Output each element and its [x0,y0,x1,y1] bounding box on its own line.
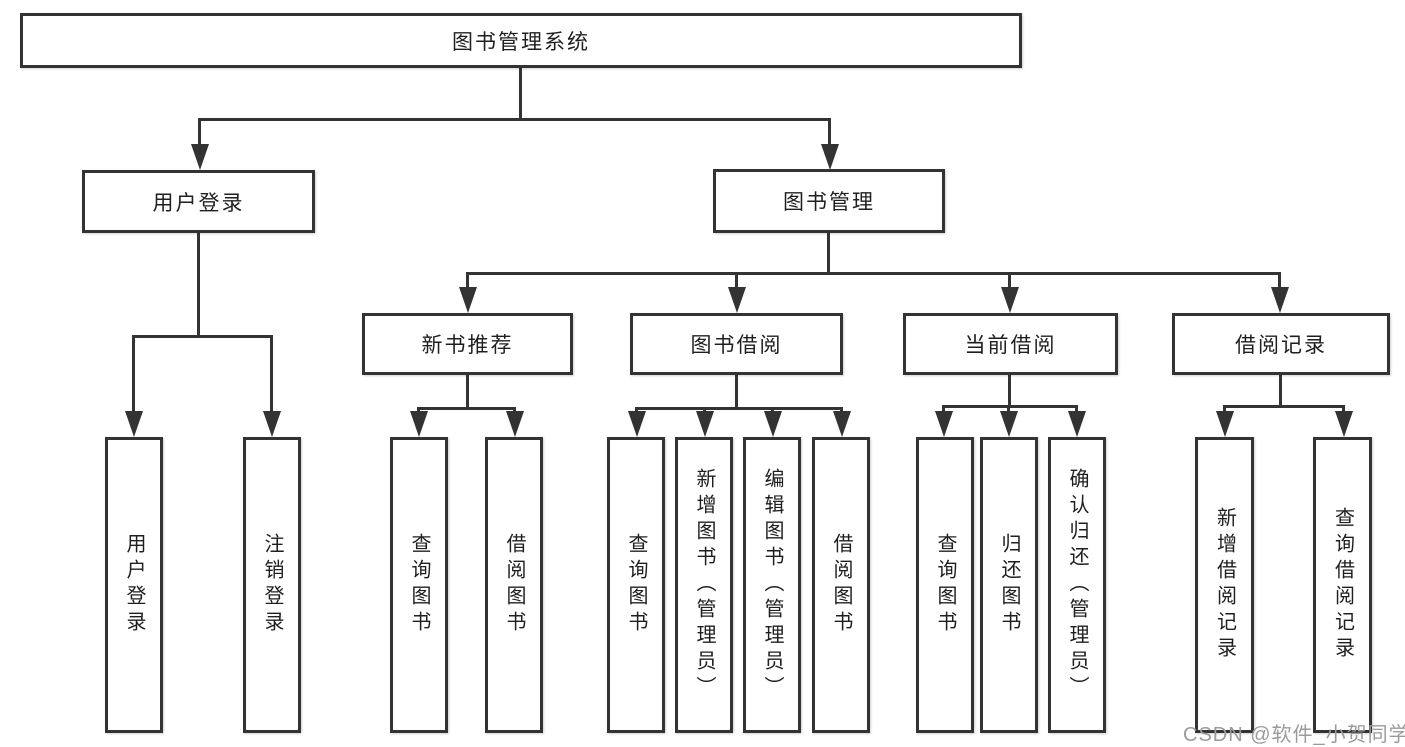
connector-root-hbar [198,118,831,121]
arrow-down-icon [735,272,738,287]
leaf-add-borrow-record: 新增借阅记录 [1195,437,1254,733]
node-library-management-system: 图书管理系统 [20,13,1022,68]
arrow-down-icon [828,118,831,144]
node-current-borrowing: 当前借阅 [903,313,1118,375]
leaf-confirm-return-admin: 确认归还（管理员） [1048,437,1106,733]
arrow-down-icon [270,335,273,411]
node-new-book-recommendation: 新书推荐 [362,313,573,375]
arrow-down-icon [466,272,469,287]
leaf-logout: 注销登录 [243,437,301,733]
connector-newbook-stem [466,375,469,407]
leaf-edit-book-admin: 编辑图书（管理员） [743,437,801,733]
arrow-down-icon [703,407,706,411]
leaf-add-book-admin: 新增图书（管理员） [675,437,733,733]
arrow-down-icon [417,407,420,411]
node-book-borrowing: 图书借阅 [630,313,843,375]
connector-root-stem [519,68,522,118]
arrow-down-icon [513,407,516,411]
leaf-borrow-book-recommend: 借阅图书 [485,437,543,733]
arrow-down-icon [1075,405,1078,411]
arrow-down-icon [1223,405,1226,411]
leaf-query-borrow-record: 查询借阅记录 [1313,437,1372,733]
connector-bookmgmt-hbar [467,272,1281,275]
connector-records-hbar [1223,405,1345,408]
leaf-query-book-borrow: 查询图书 [607,437,665,733]
node-borrowing-records: 借阅记录 [1172,313,1390,375]
node-book-management: 图书管理 [713,169,945,233]
node-user-login: 用户登录 [82,170,315,233]
connector-borrow-stem [735,375,738,407]
arrow-down-icon [132,335,135,411]
connector-userlogin-stem [197,233,200,335]
connector-userlogin-hbar [133,335,273,338]
connector-borrow-hbar [635,407,843,410]
arrow-down-icon [1008,272,1011,287]
connector-newbook-hbar [418,407,516,410]
leaf-query-book-current: 查询图书 [916,437,974,733]
arrow-down-icon [942,405,945,411]
arrow-down-icon [198,118,201,144]
arrow-down-icon [1007,405,1010,411]
arrow-down-icon [771,407,774,411]
arrow-down-icon [840,407,843,411]
arrow-down-icon [1342,405,1345,411]
leaf-return-book: 归还图书 [980,437,1038,733]
csdn-watermark: CSDN @软件_小贺同学 [1183,724,1405,746]
connector-bookmgmt-stem [827,232,830,272]
arrow-down-icon [635,407,638,411]
arrow-down-icon [1278,272,1281,287]
connector-current-stem [1008,375,1011,405]
connector-records-stem [1279,375,1282,405]
leaf-borrow-book: 借阅图书 [812,437,870,733]
leaf-query-book-recommend: 查询图书 [390,437,448,733]
leaf-user-login: 用户登录 [105,437,163,733]
connector-current-hbar [942,405,1078,408]
